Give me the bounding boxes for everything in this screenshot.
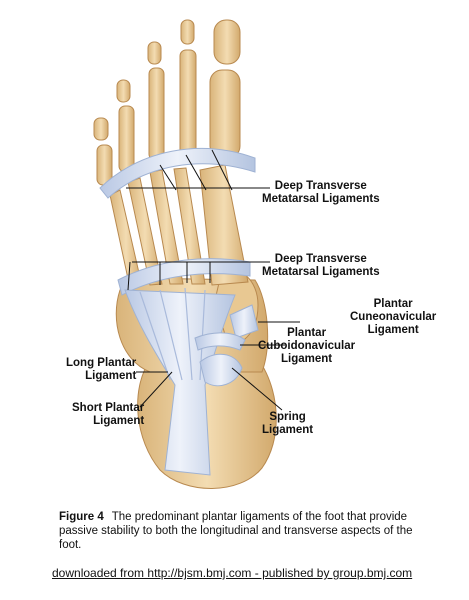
deep-transverse-ligament-proximal: [117, 258, 251, 296]
label-deep-transverse-metatarsal-distal: Deep Transverse Metatarsal Ligaments: [262, 180, 380, 205]
download-footer-link[interactable]: downloaded from http://bjsm.bmj.com - pu…: [52, 566, 413, 580]
label-long-plantar-ligament: Long Plantar Ligament: [66, 357, 137, 382]
figure-number: Figure 4: [59, 511, 104, 523]
label-spring-ligament: Spring Ligament: [262, 411, 314, 436]
deep-transverse-ligament-distal: [99, 148, 256, 199]
caption-text: The predominant plantar ligaments of the…: [59, 511, 413, 551]
plantar-cuneonavicular-ligament: [229, 304, 259, 339]
label-plantar-cuboidonavicular: Plantar Cuboidonavicular Ligament: [258, 327, 356, 365]
foot-ligaments-illustration: [93, 19, 300, 489]
toe-phalanges: [93, 19, 241, 186]
label-plantar-cuneonavicular: Plantar Cuneonavicular Ligament: [350, 298, 437, 336]
leader-lines: [126, 149, 300, 411]
label-deep-transverse-metatarsal-proximal: Deep Transverse Metatarsal Ligaments: [262, 253, 380, 278]
label-short-plantar-ligament: Short Plantar Ligament: [72, 402, 145, 427]
spring-ligament: [199, 353, 243, 387]
plantar-cuboidonavicular-ligament: [194, 332, 246, 351]
